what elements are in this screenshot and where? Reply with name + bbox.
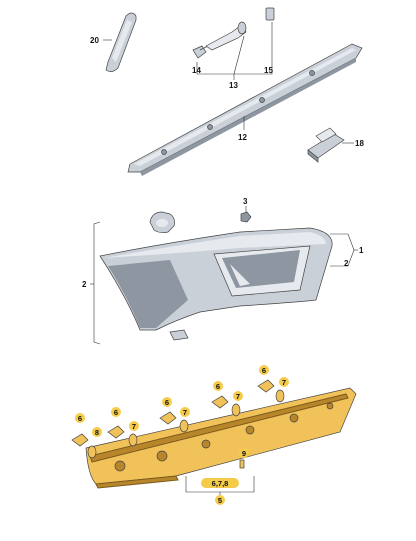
badge-8-1: 8 bbox=[92, 427, 102, 437]
svg-text:7: 7 bbox=[236, 392, 240, 401]
part-14-clip bbox=[192, 45, 209, 59]
badge-6-2: 6 bbox=[111, 407, 121, 417]
part-lamp-pad bbox=[169, 329, 189, 341]
part-1-tail-lamp bbox=[99, 227, 333, 331]
badge-678: 6,7,8 bbox=[201, 478, 239, 488]
callout-1: 1 bbox=[359, 246, 364, 255]
callout-20: 20 bbox=[90, 36, 99, 45]
svg-text:7: 7 bbox=[132, 422, 136, 431]
callout-15: 15 bbox=[264, 66, 273, 75]
svg-text:7: 7 bbox=[183, 408, 187, 417]
svg-text:6: 6 bbox=[216, 382, 220, 391]
callout-14: 14 bbox=[192, 66, 201, 75]
badge-6-3: 6 bbox=[162, 397, 172, 407]
bracket-2-left bbox=[93, 221, 101, 345]
bulbs-and-sockets bbox=[71, 379, 285, 469]
part-12-trim-strip bbox=[127, 43, 363, 176]
svg-text:9: 9 bbox=[242, 449, 246, 458]
badge-7-1: 7 bbox=[129, 421, 139, 431]
callout-18: 18 bbox=[355, 139, 364, 148]
badge-9: 9 bbox=[239, 448, 249, 458]
leader-13-bracket bbox=[196, 22, 273, 75]
svg-text:5: 5 bbox=[218, 496, 222, 505]
svg-text:6: 6 bbox=[262, 366, 266, 375]
part-gasket bbox=[149, 211, 175, 234]
part-3-nut bbox=[240, 211, 252, 223]
callout-13: 13 bbox=[229, 81, 238, 90]
part-5-lamp-carrier bbox=[85, 387, 357, 489]
part-15-plug bbox=[205, 7, 275, 51]
badge-6-5: 6 bbox=[259, 365, 269, 375]
badge-5: 5 bbox=[215, 495, 225, 505]
bracket-1-2 bbox=[330, 233, 355, 267]
svg-text:6: 6 bbox=[78, 414, 82, 423]
svg-text:6: 6 bbox=[114, 408, 118, 417]
callout-3: 3 bbox=[243, 197, 248, 206]
svg-text:6,7,8: 6,7,8 bbox=[212, 479, 229, 488]
callout-2-left: 2 bbox=[82, 280, 87, 289]
part-20-lens bbox=[105, 12, 137, 72]
badge-7-4: 7 bbox=[279, 377, 289, 387]
badge-6-4: 6 bbox=[213, 381, 223, 391]
badge-7-2: 7 bbox=[180, 407, 190, 417]
svg-text:7: 7 bbox=[282, 378, 286, 387]
callout-12: 12 bbox=[238, 133, 247, 142]
svg-text:8: 8 bbox=[95, 428, 99, 437]
callout-2-right: 2 bbox=[344, 259, 349, 268]
badge-7-3: 7 bbox=[233, 391, 243, 401]
badge-6-1: 6 bbox=[75, 413, 85, 423]
svg-text:6: 6 bbox=[165, 398, 169, 407]
part-18-connector bbox=[307, 127, 345, 163]
